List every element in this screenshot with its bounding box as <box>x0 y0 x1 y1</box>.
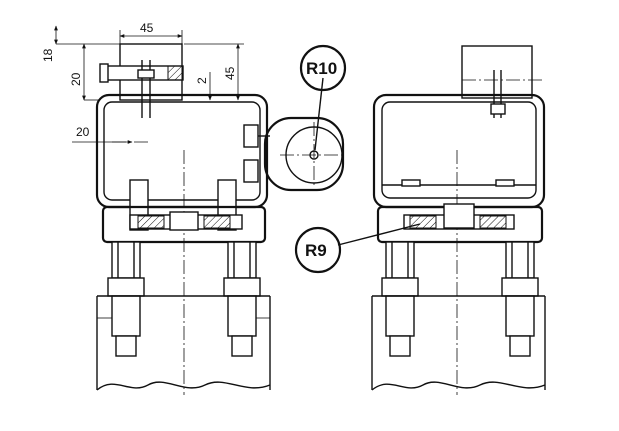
dim-45-top: 45 <box>140 21 154 35</box>
motor-detail: R10 <box>263 44 347 192</box>
dim-20-vertical: 20 <box>69 72 83 86</box>
r9-leader <box>337 223 421 246</box>
right-foot-2 <box>501 241 539 357</box>
callout-r9: R9 <box>305 241 327 260</box>
dim-45-right: 45 <box>223 66 237 80</box>
left-housing-inner <box>103 101 261 201</box>
right-foot-1 <box>381 241 419 357</box>
left-hatch-2 <box>203 215 231 229</box>
left-foot-2 <box>223 241 261 357</box>
right-top-block <box>461 45 533 99</box>
callout-r10: R10 <box>306 59 337 78</box>
left-clamp-end <box>99 63 109 83</box>
left-base <box>101 205 267 244</box>
left-break-line <box>96 381 271 391</box>
left-view: 45 18 20 45 2 20 <box>41 21 271 395</box>
left-foot-1 <box>107 241 145 357</box>
left-bolt-nut <box>137 69 155 79</box>
dim-18: 18 <box>41 48 55 62</box>
dim-2: 2 <box>195 77 209 84</box>
left-terminal-bottom <box>243 159 259 183</box>
r10-bubble <box>299 44 347 92</box>
right-view: R9 <box>294 45 546 395</box>
left-terminal-top <box>243 124 259 148</box>
dim-20-horizontal: 20 <box>76 125 90 139</box>
right-housing-outer <box>372 93 546 209</box>
right-housing-inner <box>381 101 537 199</box>
left-hatch-1 <box>137 215 165 229</box>
r9-bubble <box>294 226 342 274</box>
left-clamp-hatch <box>167 65 183 81</box>
left-center-block <box>169 211 199 231</box>
right-break-line <box>371 381 546 391</box>
motor-body <box>263 116 345 192</box>
left-housing-outer <box>95 93 269 209</box>
